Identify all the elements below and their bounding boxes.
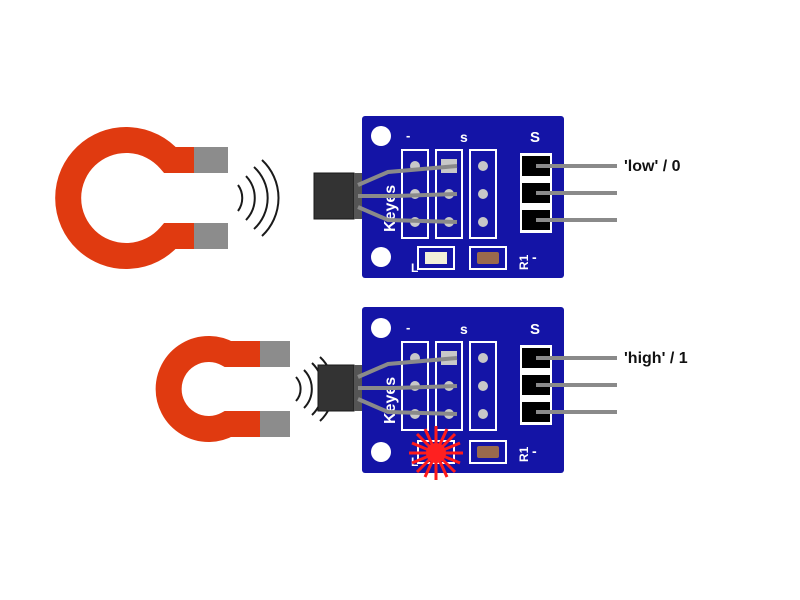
resistor-label: R1: [517, 446, 531, 462]
led-off: [425, 252, 447, 264]
mount-hole: [371, 442, 391, 462]
led-light-burst-icon: [409, 426, 463, 480]
resistor: [477, 446, 499, 458]
mount-hole: [371, 318, 391, 338]
header-minus-label: -: [532, 443, 537, 459]
header-s-label: S: [530, 129, 540, 146]
pin-block: [469, 341, 497, 431]
brand-label: Keyes: [382, 377, 399, 424]
mount-hole: [371, 247, 391, 267]
led-label: L: [411, 261, 418, 275]
resistor-outline: [469, 246, 507, 270]
led-outline: [417, 246, 455, 270]
hall-sensor-icon: [317, 356, 458, 416]
s-label: s: [460, 129, 468, 145]
s-label: s: [460, 321, 468, 337]
minus-label: -: [406, 320, 410, 335]
hall-sensor-icon: [313, 164, 458, 224]
horseshoe-magnet-icon: [155, 336, 290, 442]
top-scene: - s S - Keyes L R1: [55, 116, 681, 278]
field-wave-icon: [237, 159, 280, 237]
header-s-label: S: [530, 321, 540, 338]
brand-label: Keyes: [382, 185, 399, 232]
pin-block: [469, 149, 497, 239]
mount-hole: [371, 126, 391, 146]
resistor-outline: [469, 440, 507, 464]
bottom-scene: - s S - Keyes L R1: [155, 307, 688, 480]
minus-label: -: [406, 128, 410, 143]
resistor-label: R1: [517, 254, 531, 270]
resistor: [477, 252, 499, 264]
output-leads: [536, 356, 617, 414]
horseshoe-magnet-icon: [55, 127, 228, 269]
header-minus-label: -: [532, 249, 537, 265]
output-state-label: 'high' / 1: [624, 350, 688, 367]
output-state-label: 'low' / 0: [624, 158, 681, 175]
output-leads: [536, 164, 617, 222]
